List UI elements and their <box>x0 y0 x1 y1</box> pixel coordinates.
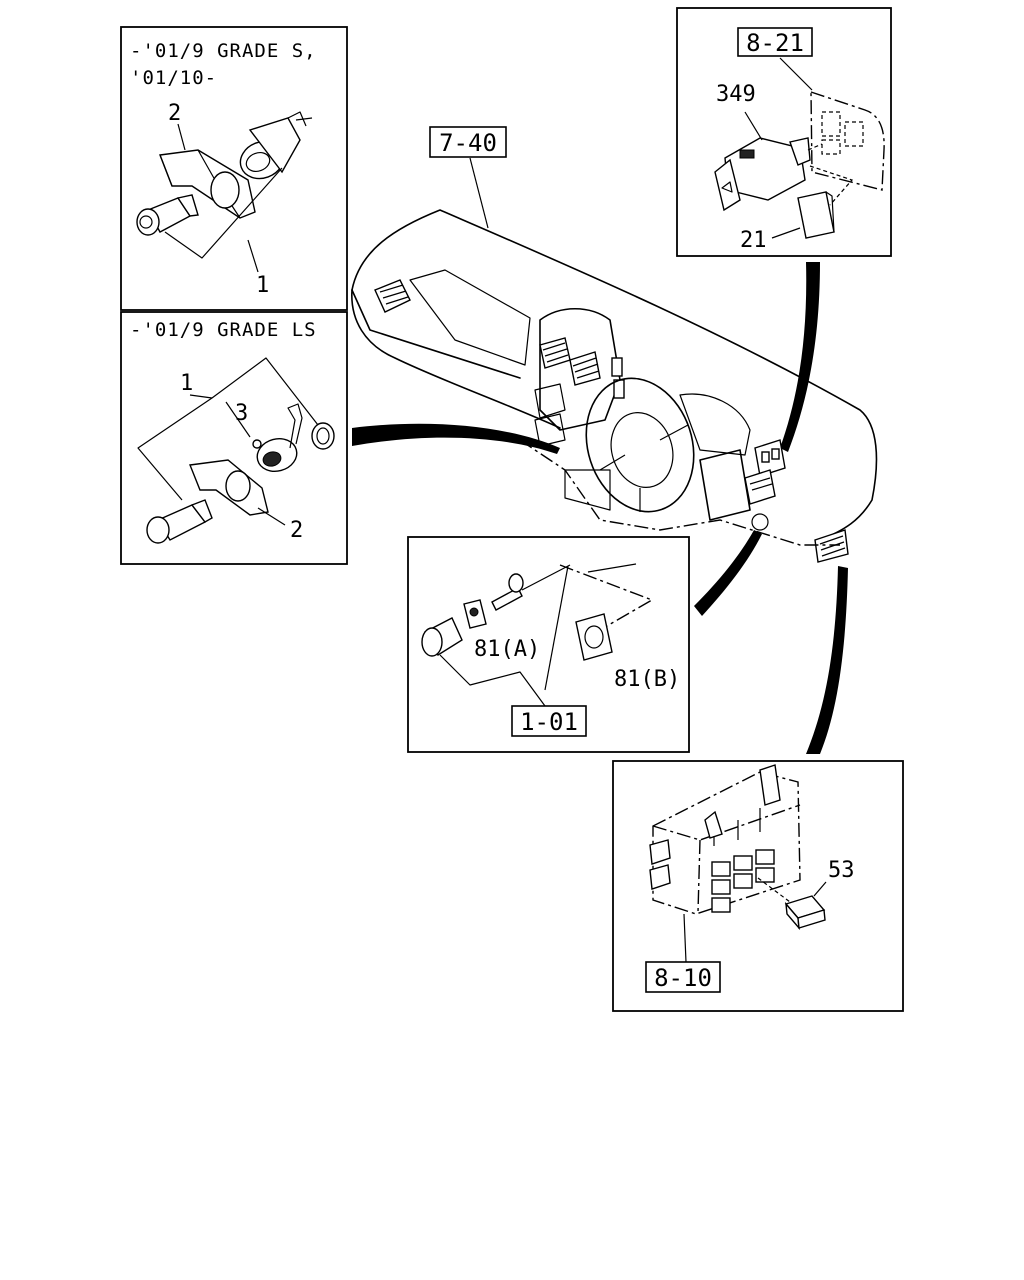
ref-label-7-40: 7-40 <box>439 129 497 157</box>
dashboard-drawing <box>351 157 878 563</box>
ref-label-8-21: 8-21 <box>746 29 804 57</box>
fuse-slots <box>711 808 775 913</box>
grade-ls-line1: -'01/9 GRADE LS <box>130 319 317 341</box>
connector-arrows <box>352 262 848 754</box>
panel-grade-ls: -'01/9 GRADE LS 1 3 2 <box>120 311 348 565</box>
ref-label-8-10: 8-10 <box>654 964 712 992</box>
grade-s-line2: '01/10- <box>130 67 217 89</box>
grade-s-line1: -'01/9 GRADE S, <box>130 40 317 62</box>
panel-lighter: 81(A) 81(B) 1-01 <box>407 536 690 753</box>
part-label-2b: 2 <box>290 518 303 543</box>
part-label-349: 349 <box>716 82 756 107</box>
ref-box-7-40: 7-40 <box>429 126 507 158</box>
panel-switch: 8-21 349 21 <box>676 7 892 257</box>
part-label-81b: 81(B) <box>614 667 680 692</box>
panel-grade-s: -'01/9 GRADE S, '01/10- 2 1 <box>120 26 348 311</box>
part-label-1b: 1 <box>180 371 193 396</box>
part-label-1: 1 <box>256 273 269 298</box>
part-label-2: 2 <box>168 101 181 126</box>
part-label-81a: 81(A) <box>474 637 540 662</box>
ref-label-1-01: 1-01 <box>520 708 578 736</box>
part-label-21: 21 <box>740 228 767 253</box>
part-label-3: 3 <box>235 401 248 426</box>
part-label-53: 53 <box>828 858 855 883</box>
panel-fuse-box: 53 8-10 <box>612 760 904 1012</box>
